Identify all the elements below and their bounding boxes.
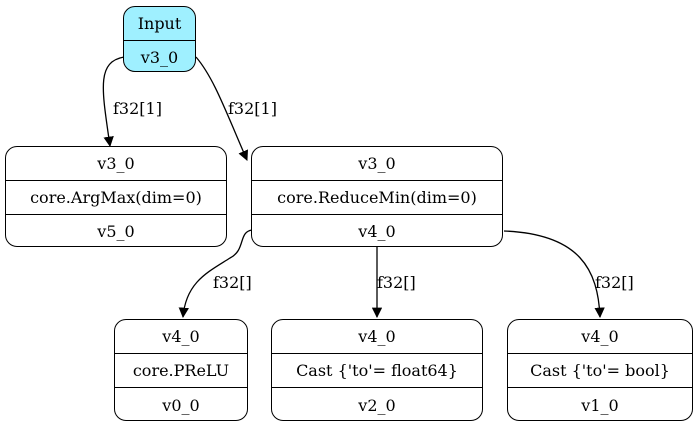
node-input-title: Input [137,14,182,33]
node-prelu[interactable]: v4_0 core.PReLU v0_0 [114,319,248,421]
node-prelu-input: v4_0 [162,327,200,346]
edge-label-input-reducemin: f32[1] [228,99,277,118]
node-cast-float64[interactable]: v4_0 Cast {'to'= float64} v2_0 [271,319,483,421]
edge-reducemin-to-prelu [178,229,253,319]
edge-label-input-argmax: f32[1] [113,99,162,118]
node-argmax[interactable]: v3_0 core.ArgMax(dim=0) v5_0 [5,146,227,247]
node-cast-bool-op: Cast {'to'= bool} [508,353,692,387]
node-reducemin-op: core.ReduceMin(dim=0) [252,180,502,214]
node-argmax-op: core.ArgMax(dim=0) [6,180,226,214]
node-cast-bool-output: v1_0 [508,387,692,420]
node-reducemin[interactable]: v3_0 core.ReduceMin(dim=0) v4_0 [251,146,503,247]
edge-input-to-argmax [102,56,125,148]
edge-label-reducemin-cast-bool: f32[] [595,273,634,292]
node-cast-bool[interactable]: v4_0 Cast {'to'= bool} v1_0 [507,319,693,421]
node-argmax-input: v3_0 [97,154,135,173]
node-input-value: v3_0 [124,40,195,71]
node-cast-bool-input: v4_0 [581,327,619,346]
edge-reducemin-to-cast-bool [503,230,605,319]
node-argmax-output: v5_0 [6,214,226,246]
edge-input-to-reducemin [195,56,249,161]
node-reducemin-input: v3_0 [358,154,396,173]
edge-label-reducemin-prelu: f32[] [213,273,252,292]
node-reducemin-output: v4_0 [252,214,502,246]
node-cast-float64-output: v2_0 [272,387,482,420]
node-prelu-op: core.PReLU [115,353,247,387]
edge-label-reducemin-cast-f64: f32[] [377,273,416,292]
node-cast-float64-input: v4_0 [358,327,396,346]
node-input[interactable]: Input v3_0 [123,6,196,72]
node-prelu-output: v0_0 [115,387,247,420]
node-cast-float64-op: Cast {'to'= float64} [272,353,482,387]
